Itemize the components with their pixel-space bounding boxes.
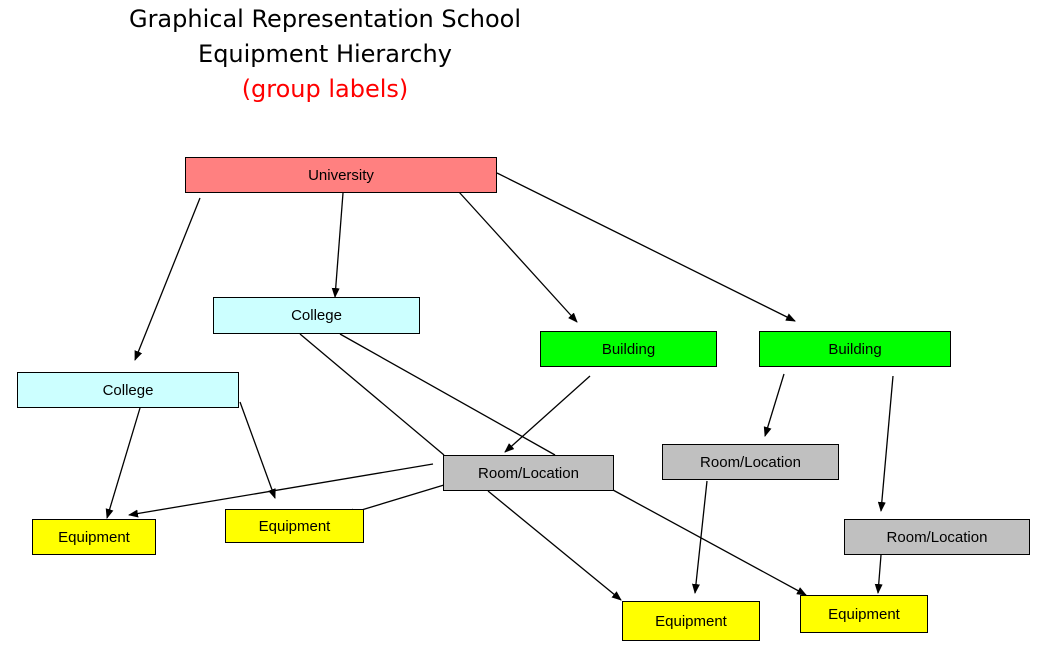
node-room-1: Room/Location xyxy=(443,455,614,491)
node-building-1: Building xyxy=(540,331,717,367)
edge-room-1-equipment-3 xyxy=(487,490,622,601)
edge-room-2-equipment-3 xyxy=(691,480,708,594)
node-college-1: College xyxy=(17,372,239,408)
node-university: University xyxy=(185,157,497,193)
edge-room-1-equipment-1 xyxy=(128,463,434,518)
node-equipment-3: Equipment xyxy=(622,601,760,641)
node-building-2: Building xyxy=(759,331,951,367)
node-equipment-4: Equipment xyxy=(800,595,928,633)
edge-university-college-1 xyxy=(134,197,201,361)
node-room-3: Room/Location xyxy=(844,519,1030,555)
subtitle-group-labels: (group labels) xyxy=(241,75,409,103)
edge-college-1-equipment-1 xyxy=(105,407,141,519)
node-equipment-1: Equipment xyxy=(32,519,156,555)
node-college-2: College xyxy=(213,297,420,334)
title-line-2: Equipment Hierarchy xyxy=(198,40,452,68)
node-equipment-2: Equipment xyxy=(225,509,364,543)
edge-building-1-room-1 xyxy=(504,375,591,453)
edge-university-college-2 xyxy=(331,192,344,298)
edge-college-2-room-1-a xyxy=(299,333,445,456)
edge-building-2-room-3 xyxy=(877,375,894,512)
edge-college-2-room-1-b xyxy=(339,333,556,456)
edge-room-3-equipment-4 xyxy=(874,554,883,594)
edge-building-2-room-2 xyxy=(763,373,785,437)
edge-university-building-1 xyxy=(458,191,578,323)
title-line-1: Graphical Representation School xyxy=(128,5,522,33)
edge-room-1-equipment-4 xyxy=(612,489,807,596)
edge-college-1-equipment-2 xyxy=(239,401,276,499)
edge-university-building-2 xyxy=(496,172,796,322)
node-room-2: Room/Location xyxy=(662,444,839,480)
